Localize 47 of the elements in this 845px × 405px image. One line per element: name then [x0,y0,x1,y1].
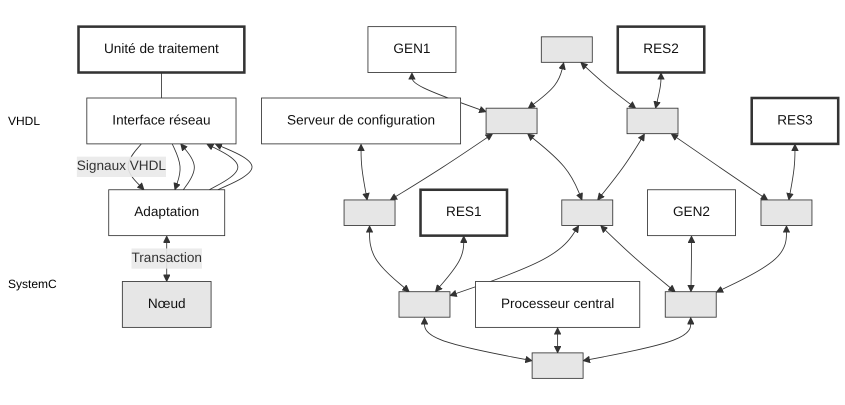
arrow [357,144,370,200]
node-box: GEN1 [368,26,456,73]
arrow [527,134,583,200]
node-box [398,291,450,318]
arrow [582,317,694,364]
arrow [687,236,696,292]
node-box: RES3 [750,96,840,146]
node-box: RES1 [419,188,508,237]
node-box [561,200,614,226]
node-box [540,36,593,63]
node-box: Unité de traitement [77,25,246,74]
arrow [435,236,468,292]
arrow [597,134,645,200]
node-box: RES2 [616,25,706,74]
edge-label: Transaction [131,250,202,266]
node-box: Processeur central [475,281,640,328]
layer-label: SystemC [8,276,57,291]
node-box: Adaptation [108,189,226,236]
arrow [716,225,790,293]
arrow [600,225,676,292]
node-box [760,200,812,226]
arrow [786,144,799,200]
arrow [214,143,252,190]
arrow [420,317,532,364]
arrow [670,134,768,200]
node-box [626,108,678,134]
arrow [390,134,493,200]
node-box: Nœud [122,281,212,328]
arrow [554,327,562,354]
node-box: Interface réseau [86,98,236,144]
node-box [486,108,538,134]
node-box [344,200,396,226]
arrow [450,225,580,297]
connector [161,72,162,98]
layer-label: VHDL [8,114,40,128]
arrow [172,143,181,190]
node-box: GEN2 [647,189,736,236]
arrow [653,72,665,109]
edge-label: Signaux VHDL [76,159,166,174]
arrow [366,225,410,292]
node-box: Serveur de configuration [261,98,462,144]
arrow [528,62,566,109]
arrow [580,62,636,109]
arrow [206,144,238,190]
node-box [532,352,584,379]
node-box [664,291,717,318]
arrow [180,144,195,190]
